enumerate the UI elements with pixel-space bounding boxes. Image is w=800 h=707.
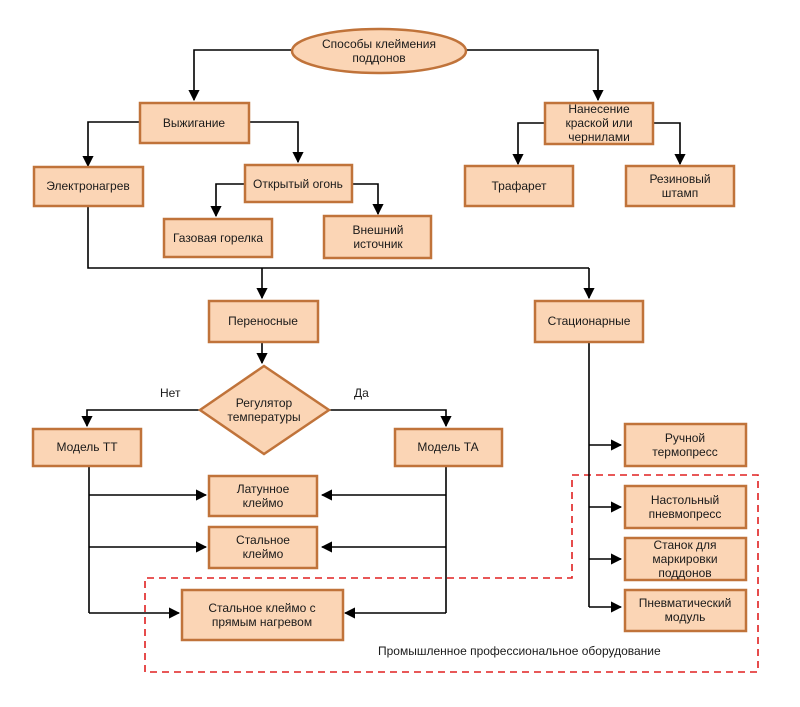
node-portable: Переносные [207, 299, 320, 344]
industrial-zone-label: Промышленное профессиональное оборудован… [378, 644, 661, 658]
node-model-tt-label: Модель ТТ [56, 440, 118, 454]
node-model-tt: Модель ТТ [31, 427, 143, 468]
edges [81, 49, 686, 619]
node-electric: Электронагрев [32, 165, 145, 208]
node-gas-label: Газовая горелка [173, 231, 263, 245]
node-fire: Открытый огонь [243, 163, 354, 204]
node-stencil-label: Трафарет [492, 179, 548, 193]
node-stationary: Стационарные [533, 299, 645, 344]
node-stationary-label: Стационарные [548, 314, 631, 328]
branch-label-yes: Да [354, 386, 369, 400]
node-portable-label: Переносные [228, 314, 298, 328]
branch-label-no: Нет [160, 386, 181, 400]
node-model-ta-label: Модель ТА [417, 440, 478, 454]
node-model-ta: Модель ТА [393, 427, 504, 468]
node-fire-label: Открытый огонь [253, 177, 343, 191]
node-burning: Выжигание [138, 101, 251, 145]
node-burning-label: Выжигание [163, 116, 225, 130]
node-electric-label: Электронагрев [46, 179, 130, 193]
node-gas: Газовая горелка [162, 217, 274, 259]
industrial-zone-border [144, 474, 759, 673]
node-stencil: Трафарет [463, 164, 575, 208]
